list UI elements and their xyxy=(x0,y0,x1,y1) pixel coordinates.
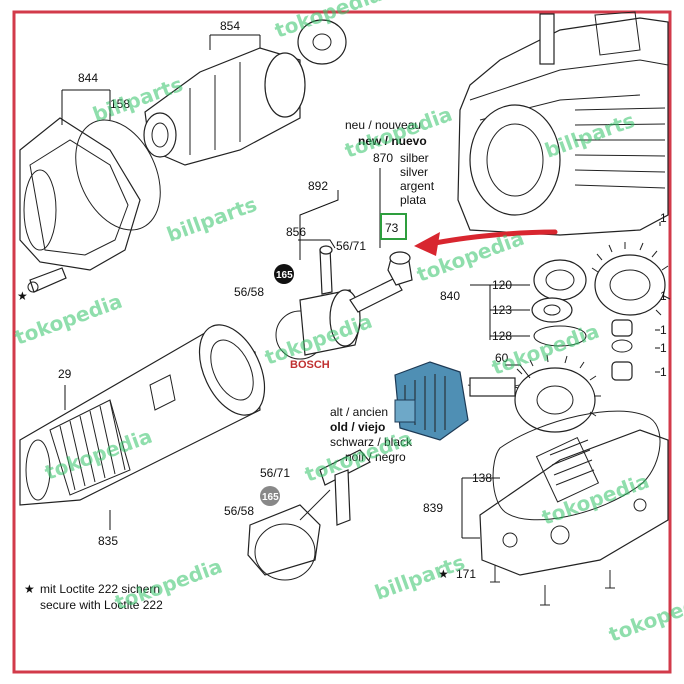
gear-housing xyxy=(457,11,669,236)
frame-border xyxy=(12,10,672,674)
label-right-1e: 1 xyxy=(660,289,667,303)
tool-holder-854 xyxy=(143,19,347,166)
label-right-1c: 1 xyxy=(660,341,667,355)
label-star-left: ★ xyxy=(17,289,28,303)
piston-new xyxy=(275,245,413,360)
label-128: 128 xyxy=(492,329,512,343)
label-right-1a: 1 xyxy=(660,211,667,225)
label-840: 840 xyxy=(440,289,460,303)
watermark: billparts xyxy=(164,192,261,247)
watermark: tokopedia xyxy=(342,102,456,163)
part-labels: 854 844 158 neu / nouveau new / nuevo 87… xyxy=(17,19,667,581)
label-56-71-old: 56/71 xyxy=(260,466,290,480)
label-new: new / nuevo xyxy=(358,134,427,148)
label-73: 73 xyxy=(385,221,399,235)
label-56-58-old: 56/58 xyxy=(224,504,254,518)
label-165-old: 165 xyxy=(262,492,279,503)
label-120: 120 xyxy=(492,278,512,292)
label-noir: noir / negro xyxy=(345,450,406,464)
loctite-star: ★ xyxy=(24,582,35,596)
label-silber: silber xyxy=(400,151,429,165)
watermark: billparts xyxy=(372,550,469,605)
piston-old xyxy=(247,449,371,581)
gear-set xyxy=(511,242,671,433)
label-854: 854 xyxy=(220,19,240,33)
hammer-cylinder xyxy=(19,324,266,506)
label-123: 123 xyxy=(492,303,512,317)
label-argent: argent xyxy=(400,179,435,193)
label-158: 158 xyxy=(110,97,130,111)
label-schwarz: schwarz / black xyxy=(330,435,413,449)
label-835: 835 xyxy=(98,534,118,548)
label-right-1d: 1 xyxy=(660,365,667,379)
motor-armature xyxy=(394,361,521,441)
watermark: tokopedia xyxy=(12,289,126,350)
loctite-german: mit Loctite 222 sichern xyxy=(40,582,160,596)
label-56-58: 56/58 xyxy=(234,285,264,299)
label-165: 165 xyxy=(276,270,293,281)
flange-housing-844 xyxy=(19,117,141,293)
label-60: 60 xyxy=(495,351,509,365)
label-plata: plata xyxy=(400,193,426,207)
label-star-171: ★ xyxy=(438,567,449,581)
leader-lines xyxy=(61,34,661,539)
loctite-note: ★ mit Loctite 222 sichern secure with Lo… xyxy=(24,582,163,612)
highlight-arrow xyxy=(414,229,558,256)
label-old: old / viejo xyxy=(330,420,385,434)
label-839: 839 xyxy=(423,501,443,515)
label-844: 844 xyxy=(78,71,98,85)
label-892: 892 xyxy=(308,179,328,193)
label-neu: neu / nouveau xyxy=(345,118,421,132)
label-right-1b: 1 xyxy=(660,323,667,337)
label-silver: silver xyxy=(400,165,428,179)
loctite-english: secure with Loctite 222 xyxy=(40,598,163,612)
watermark: tokopedia xyxy=(606,586,684,647)
label-29: 29 xyxy=(58,367,72,381)
badge-165 xyxy=(274,264,294,284)
o-ring-158 xyxy=(75,119,161,231)
label-138: 138 xyxy=(472,471,492,485)
label-856: 856 xyxy=(286,225,306,239)
gear-cover xyxy=(479,410,669,606)
label-171: 171 xyxy=(456,567,476,581)
label-870: 870 xyxy=(373,151,393,165)
badge-165-old xyxy=(260,486,280,506)
highlight-box-73 xyxy=(380,213,407,240)
label-56-71: 56/71 xyxy=(336,239,366,253)
label-bosch: BOSCH xyxy=(290,359,330,371)
label-alt: alt / ancien xyxy=(330,405,388,419)
